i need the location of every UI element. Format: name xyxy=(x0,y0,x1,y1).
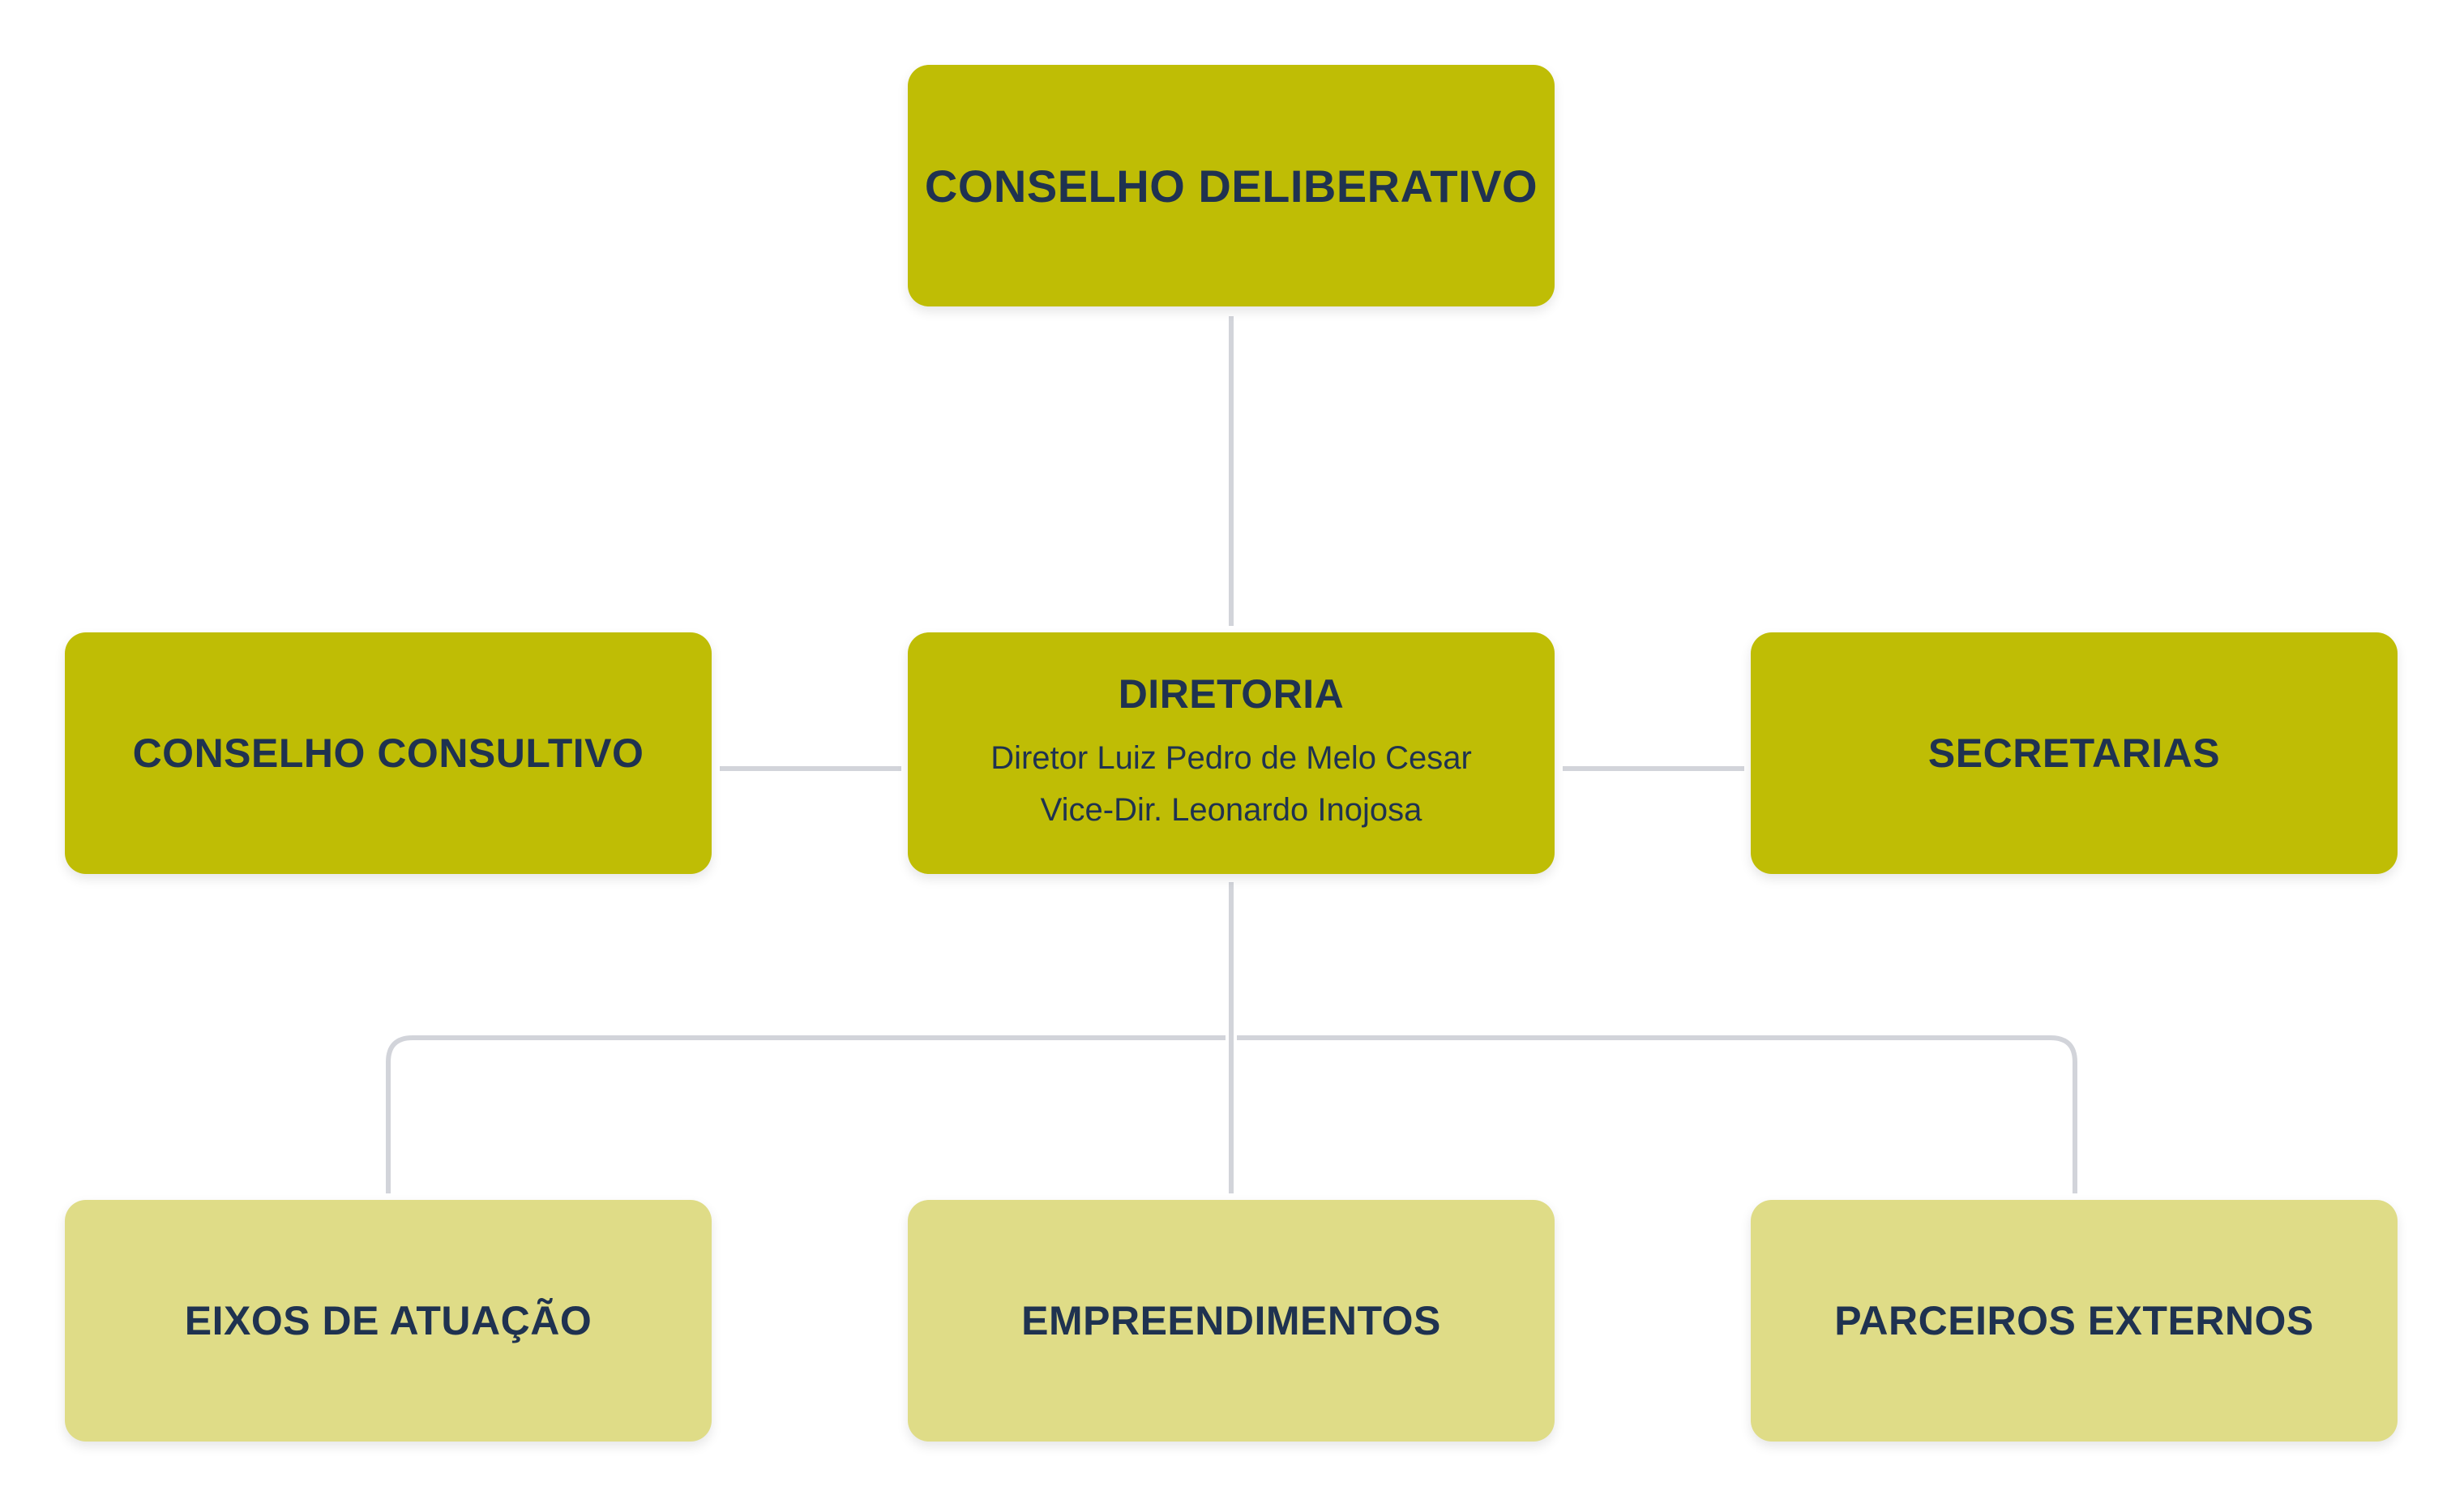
node-title: EIXOS DE ATUAÇÃO xyxy=(184,1298,592,1343)
node-title: PARCEIROS EXTERNOS xyxy=(1834,1298,2314,1343)
vice-director-name: Vice-Dir. Leonardo Inojosa xyxy=(1040,792,1422,828)
node-eixos-de-atuacao: EIXOS DE ATUAÇÃO xyxy=(65,1200,712,1442)
node-conselho-consultivo: CONSELHO CONSULTIVO xyxy=(65,632,712,874)
node-title: CONSELHO CONSULTIVO xyxy=(132,730,644,776)
director-name: Diretor Luiz Pedro de Melo Cesar xyxy=(990,740,1472,776)
connector-branch-parceiros xyxy=(1237,1035,2077,1193)
node-secretarias: SECRETARIAS xyxy=(1751,632,2398,874)
node-title: CONSELHO DELIBERATIVO xyxy=(924,160,1538,212)
node-title: EMPREENDIMENTOS xyxy=(1021,1298,1441,1343)
connector-branch-eixos xyxy=(386,1035,1226,1193)
node-title: DIRETORIA xyxy=(1118,671,1345,717)
node-empreendimentos: EMPREENDIMENTOS xyxy=(908,1200,1555,1442)
node-diretoria: DIRETORIA Diretor Luiz Pedro de Melo Ces… xyxy=(908,632,1555,874)
node-title: SECRETARIAS xyxy=(1927,730,2221,776)
node-parceiros-externos: PARCEIROS EXTERNOS xyxy=(1751,1200,2398,1442)
node-conselho-deliberativo: CONSELHO DELIBERATIVO xyxy=(908,65,1555,306)
